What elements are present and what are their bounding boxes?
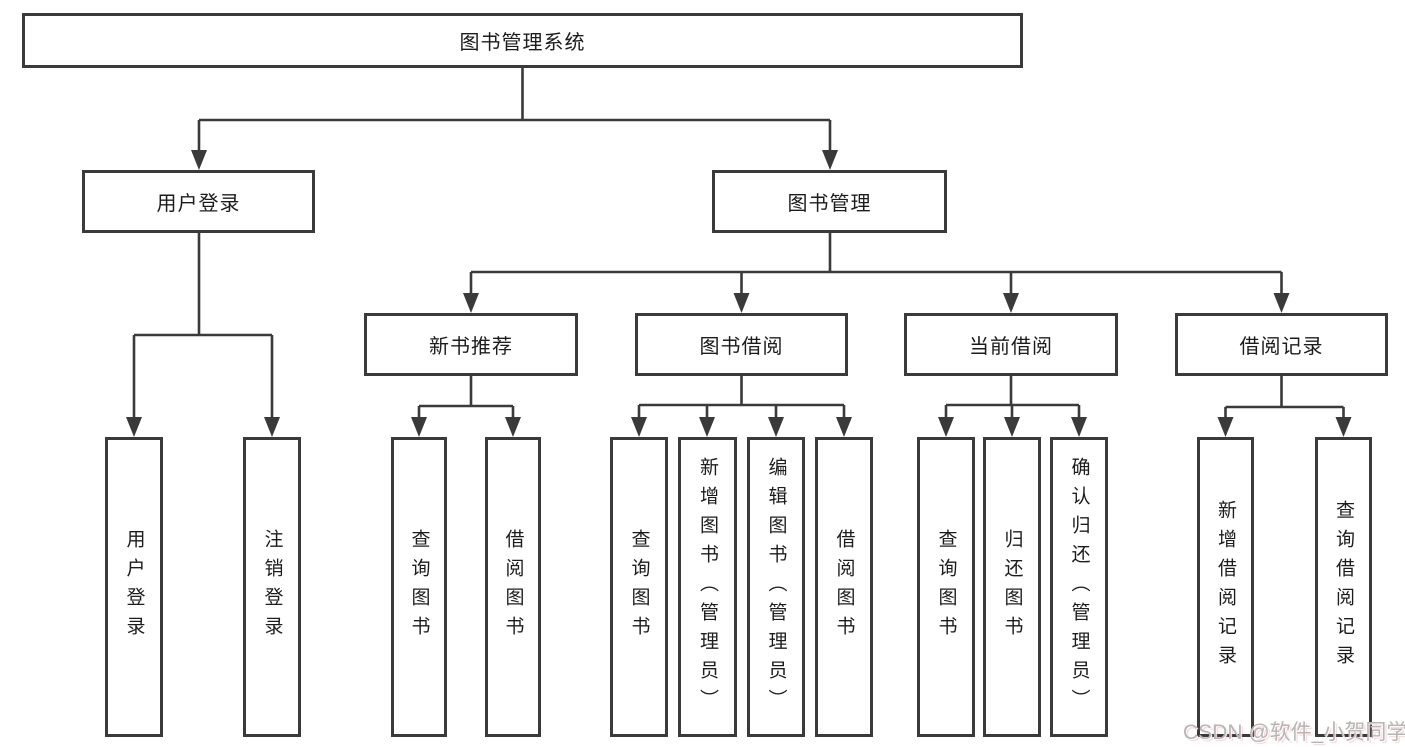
leaf-logout: 注销登录 [243, 437, 301, 737]
node-user-login: 用户登录 [82, 170, 315, 233]
new-books-connectors [411, 376, 521, 437]
leaf-label: 编辑图书（管理员） [765, 456, 787, 718]
node-label: 图书管理 [787, 193, 872, 215]
leaf-label: 借阅图书 [833, 529, 855, 645]
node-label: 新书推荐 [429, 336, 513, 358]
user-login-connectors [126, 233, 280, 437]
leaf-query-books-1: 查询图书 [391, 437, 447, 737]
node-borrowing-records: 借阅记录 [1175, 313, 1388, 376]
leaf-return-books: 归还图书 [983, 437, 1041, 737]
leaf-label: 借阅图书 [502, 529, 524, 645]
leaf-label: 注销登录 [261, 529, 283, 645]
leaf-borrow-books-2: 借阅图书 [815, 437, 873, 737]
node-label: 借阅记录 [1239, 336, 1324, 358]
leaf-add-borrow-record: 新增借阅记录 [1197, 437, 1254, 737]
leaf-label: 新增借阅记录 [1215, 500, 1236, 674]
leaf-label: 查询借阅记录 [1333, 500, 1354, 674]
borrow-records-connectors [1217, 376, 1352, 437]
node-book-management: 图书管理 [712, 170, 947, 233]
leaf-label: 查询图书 [935, 529, 957, 645]
book-borrow-connectors [631, 376, 852, 437]
node-label: 图书管理系统 [459, 32, 586, 54]
node-label: 图书借阅 [699, 336, 784, 358]
node-label: 当前借阅 [969, 336, 1053, 358]
leaf-query-books-2: 查询图书 [610, 437, 668, 737]
watermark: CSDN @软件_小贺同学 [1183, 721, 1405, 744]
leaf-label: 新增图书（管理员） [697, 456, 718, 718]
leaf-add-books-admin: 新增图书（管理员） [678, 437, 737, 737]
node-book-borrowing: 图书借阅 [635, 313, 848, 376]
node-current-borrowing: 当前借阅 [904, 313, 1118, 376]
book-mgmt-connectors [463, 233, 1290, 313]
leaf-edit-books-admin: 编辑图书（管理员） [747, 437, 805, 737]
leaf-label: 查询图书 [628, 529, 650, 645]
leaf-label: 归还图书 [1001, 529, 1023, 645]
node-label: 用户登录 [156, 193, 241, 215]
node-new-book-recommend: 新书推荐 [364, 313, 578, 376]
leaf-query-books-3: 查询图书 [917, 437, 975, 737]
leaf-borrow-books-1: 借阅图书 [485, 437, 541, 737]
current-borrow-connectors [938, 376, 1087, 437]
leaf-label: 查询图书 [408, 529, 430, 645]
leaf-query-borrow-record: 查询借阅记录 [1315, 437, 1372, 737]
leaf-label: 确认归还（管理员） [1068, 456, 1090, 718]
leaf-user-login: 用户登录 [105, 437, 163, 737]
leaf-confirm-return-admin: 确认归还（管理员） [1050, 437, 1108, 737]
leaf-label: 用户登录 [123, 529, 145, 645]
node-system-root: 图书管理系统 [22, 13, 1023, 68]
root-connectors [191, 66, 838, 170]
